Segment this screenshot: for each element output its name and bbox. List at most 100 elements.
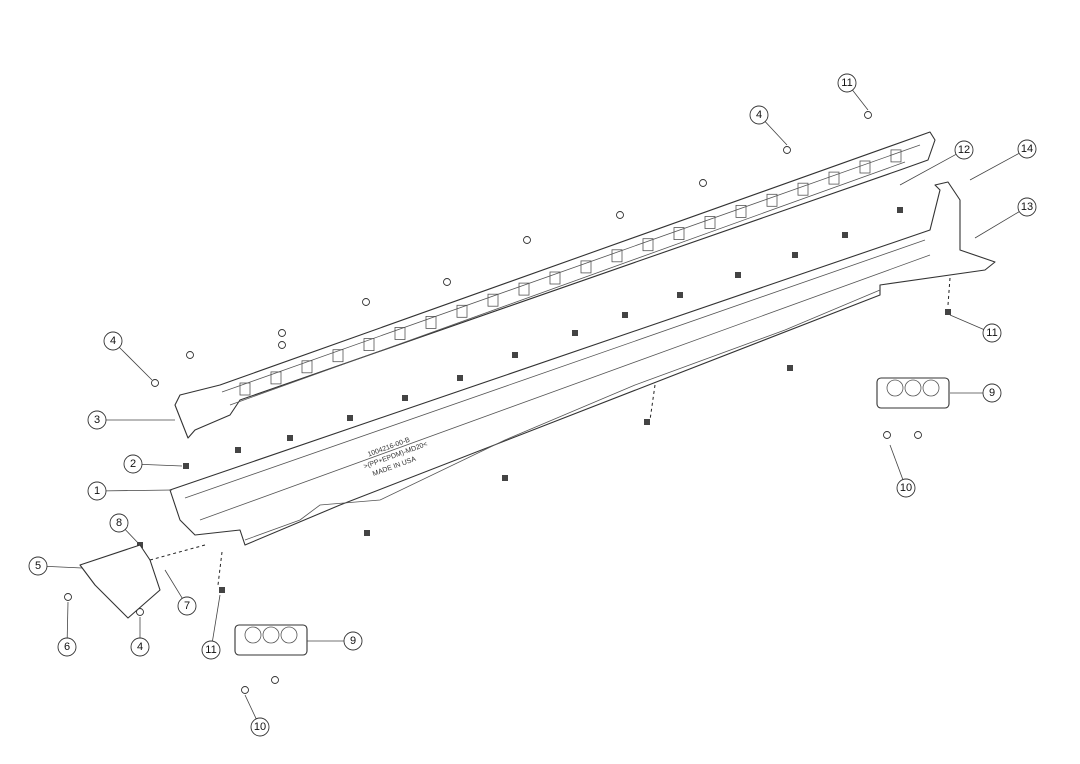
bracket-rib	[704, 216, 716, 229]
clip	[677, 292, 683, 298]
callout-circle	[1017, 139, 1037, 159]
callout-circle	[343, 631, 363, 651]
screw	[699, 179, 707, 187]
callout-circle	[103, 331, 123, 351]
part-1-rocker-panel	[169, 181, 996, 546]
bracket-rib	[425, 315, 437, 329]
callout-number: 8	[116, 517, 122, 529]
clip	[457, 375, 463, 381]
screw	[443, 278, 451, 286]
clip	[364, 530, 370, 536]
part-5-end-cap	[79, 544, 161, 619]
screw	[523, 236, 531, 244]
screw	[783, 146, 791, 154]
leader-line	[46, 566, 83, 569]
screw	[362, 298, 370, 306]
callout-circle	[837, 73, 857, 93]
leader-line	[124, 529, 141, 546]
screw	[864, 111, 872, 119]
callout-5: 5	[28, 556, 83, 576]
callout-number: 11	[986, 327, 997, 339]
callout-8: 8	[109, 513, 141, 546]
bracket-rib	[518, 282, 530, 296]
callout-4: 4	[130, 617, 150, 657]
clip	[572, 330, 578, 336]
callout-circle	[28, 556, 48, 576]
bracket-rib	[859, 160, 871, 174]
screw	[64, 593, 72, 601]
callout-number: 7	[184, 600, 190, 612]
leader-line	[244, 694, 257, 720]
clip	[402, 395, 408, 401]
leader-line	[889, 444, 904, 480]
callout-number: 6	[64, 641, 70, 653]
callout-14: 14	[969, 139, 1037, 181]
screw	[883, 431, 891, 439]
leader-line	[66, 601, 69, 639]
callout-3: 3	[87, 410, 175, 430]
callout-number: 4	[110, 335, 116, 347]
callout-number: 1	[94, 485, 100, 497]
callout-9: 9	[950, 383, 1002, 403]
callout-circle	[982, 323, 1002, 343]
bracket-rib	[456, 304, 468, 318]
clip	[183, 463, 189, 469]
clip	[512, 352, 518, 358]
bracket-rib	[301, 360, 313, 374]
bracket-rib	[549, 271, 561, 285]
callout-number: 9	[989, 387, 995, 399]
clip	[287, 435, 293, 441]
callout-circle	[57, 637, 77, 657]
bracket-rib	[797, 182, 809, 196]
clip	[622, 312, 628, 318]
clip	[787, 365, 793, 371]
bracket-rib	[270, 371, 282, 385]
clip	[945, 309, 951, 315]
callout-circle	[87, 481, 107, 501]
callout-12: 12	[899, 140, 974, 186]
callout-4: 4	[749, 105, 788, 146]
callout-circle	[177, 596, 197, 616]
clip	[735, 272, 741, 278]
callout-number: 10	[900, 482, 912, 494]
callout-circle	[1017, 197, 1037, 217]
clip	[792, 252, 798, 258]
bracket-rib	[828, 171, 840, 185]
assembly-lines	[149, 277, 951, 586]
leader-line	[974, 211, 1020, 239]
callout-9: 9	[307, 631, 363, 651]
callout-2: 2	[123, 454, 183, 474]
leader-line	[105, 489, 173, 492]
callout-circle	[954, 140, 974, 160]
part-9-tray-left	[234, 624, 308, 656]
bracket-rib	[487, 293, 499, 307]
screw	[136, 608, 144, 616]
bracket-rib	[890, 149, 902, 163]
leader-line	[119, 347, 153, 381]
leader-line	[764, 121, 788, 146]
leader-line	[899, 153, 957, 186]
clip	[897, 207, 903, 213]
bracket-rib	[673, 227, 685, 241]
callout-number: 14	[1021, 143, 1033, 155]
callout-10: 10	[889, 444, 916, 498]
bracket-rib	[332, 349, 344, 363]
callout-number: 5	[35, 560, 41, 572]
clip	[219, 587, 225, 593]
callout-11: 11	[201, 594, 221, 660]
callout-circle	[123, 454, 143, 474]
callout-circle	[982, 383, 1002, 403]
screw	[241, 686, 249, 694]
leader-line	[969, 152, 1020, 181]
bracket-rib	[766, 193, 778, 207]
clip	[842, 232, 848, 238]
callout-number: 12	[958, 144, 970, 156]
callout-circle	[250, 717, 270, 737]
callout-number: 11	[841, 77, 852, 89]
part-3-bracket	[174, 131, 936, 439]
leader-line	[949, 314, 984, 330]
callout-number: 10	[254, 721, 266, 733]
callout-number: 9	[350, 635, 356, 647]
screw	[278, 329, 286, 337]
